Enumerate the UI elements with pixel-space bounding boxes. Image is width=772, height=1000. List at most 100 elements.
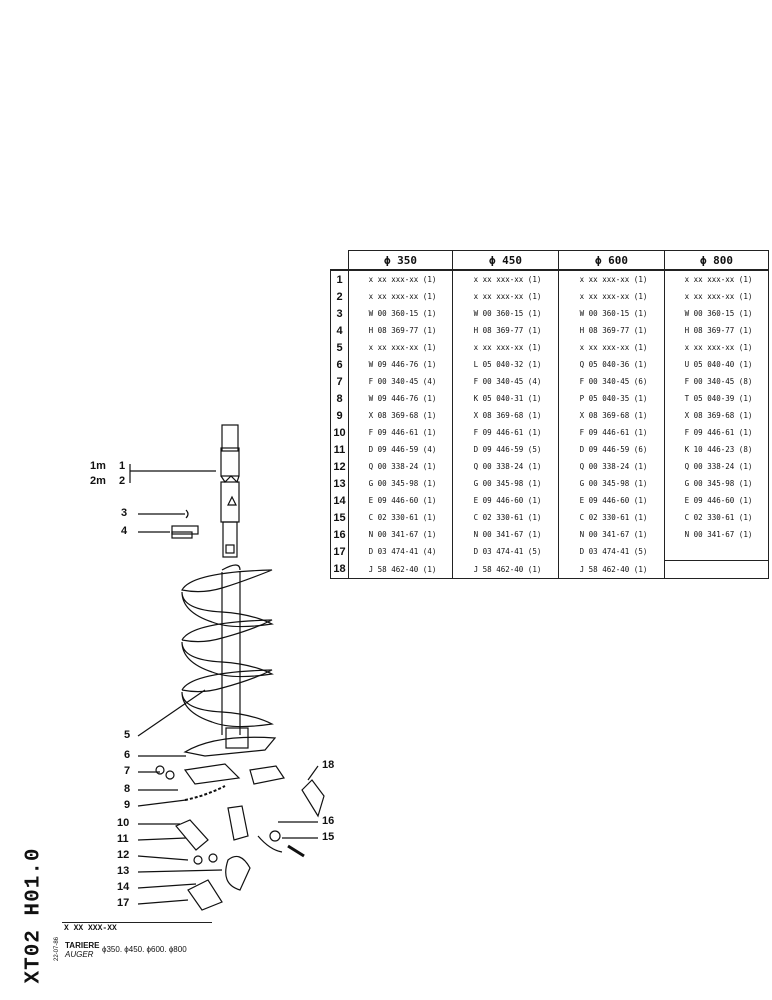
part-number-cell: X 08 369-68 (1): [348, 407, 453, 424]
row-number: 14: [330, 492, 349, 509]
part-number-cell: Q 00 338-24 (1): [452, 458, 559, 475]
callout-5: 5: [124, 729, 131, 741]
part-number-cell: G 00 345-98 (1): [664, 475, 769, 492]
part-number-cell: W 00 360-15 (1): [348, 305, 453, 322]
part-number-cell: X 08 369-68 (1): [664, 407, 769, 424]
part-number-cell: x xx xxx-xx (1): [558, 270, 665, 288]
part-number-cell: Q 00 338-24 (1): [348, 458, 453, 475]
part-number-cell: W 09 446-76 (1): [348, 356, 453, 373]
callout-12: 12: [117, 849, 130, 861]
callout-6: 6: [124, 749, 131, 761]
part-number-cell: Q 00 338-24 (1): [664, 458, 769, 475]
part-number-cell: x xx xxx-xx (1): [452, 270, 559, 288]
part-number-cell: x xx xxx-xx (1): [452, 288, 559, 305]
row-number: 17: [330, 543, 349, 561]
row-number: 7: [330, 373, 349, 390]
callout-2: 2: [119, 475, 126, 487]
part-number-cell: x xx xxx-xx (1): [348, 339, 453, 356]
part-number-cell: W 00 360-15 (1): [452, 305, 559, 322]
row-number: 16: [330, 526, 349, 543]
part-number-cell: F 00 340-45 (4): [452, 373, 559, 390]
callout-18: 18: [322, 759, 335, 771]
callout-1m: 1m: [90, 460, 106, 472]
part-number-cell: Q 05 040-36 (1): [558, 356, 665, 373]
part-number-cell: x xx xxx-xx (1): [558, 288, 665, 305]
date-text: 22-07-86: [54, 936, 60, 961]
header-diameter: ϕ 350: [348, 250, 453, 271]
part-number-cell: D 09 446-59 (5): [452, 441, 559, 458]
part-number-cell: W 09 446-76 (1): [348, 390, 453, 407]
part-number-cell: X 08 369-68 (1): [452, 407, 559, 424]
part-number-cell: F 00 340-45 (6): [558, 373, 665, 390]
part-number-cell: E 09 446-60 (1): [348, 492, 453, 509]
part-number-cell: x xx xxx-xx (1): [558, 339, 665, 356]
part-number-cell: J 58 462-40 (1): [452, 560, 559, 579]
callout-16: 16: [322, 815, 335, 827]
part-number-cell: F 09 446-61 (1): [558, 424, 665, 441]
part-number-cell: H 08 369-77 (1): [348, 322, 453, 339]
callout-11: 11: [117, 833, 129, 845]
part-number-cell: N 00 341-67 (1): [348, 526, 453, 543]
part-number-cell: P 05 040-35 (1): [558, 390, 665, 407]
callout-2m: 2m: [90, 475, 106, 487]
part-number-cell: G 00 345-98 (1): [452, 475, 559, 492]
part-number-cell: J 58 462-40 (1): [558, 560, 665, 579]
part-number-cell: G 00 345-98 (1): [558, 475, 665, 492]
row-number: 8: [330, 390, 349, 407]
row-number: 6: [330, 356, 349, 373]
callout-15: 15: [322, 831, 335, 843]
title-block: X XX XXX-XX TARIERE AUGER ϕ350. ϕ450. ϕ6…: [62, 922, 212, 963]
header-diameter: ϕ 450: [452, 250, 559, 271]
callout-17: 17: [117, 897, 130, 909]
part-number-cell: F 09 446-61 (1): [664, 424, 769, 441]
part-number-cell: E 09 446-60 (1): [452, 492, 559, 509]
part-number-cell: K 05 040-31 (1): [452, 390, 559, 407]
title-diameters: ϕ350. ϕ450. ϕ600. ϕ800: [102, 945, 187, 954]
row-number: 13: [330, 475, 349, 492]
part-number-cell: [664, 543, 769, 561]
part-number-cell: J 58 462-40 (1): [348, 560, 453, 579]
callout-7: 7: [124, 765, 131, 777]
table-header-row: ϕ 350 ϕ 450 ϕ 600 ϕ 800: [330, 250, 769, 271]
part-number-cell: T 05 040-39 (1): [664, 390, 769, 407]
part-number-cell: x xx xxx-xx (1): [348, 270, 453, 288]
row-number: 12: [330, 458, 349, 475]
part-number-cell: F 09 446-61 (1): [452, 424, 559, 441]
part-number-cell: Q 00 338-24 (1): [558, 458, 665, 475]
part-number-cell: C 02 330-61 (1): [558, 509, 665, 526]
reference-code: X XX XXX-XX: [64, 924, 117, 933]
part-number-cell: C 02 330-61 (1): [664, 509, 769, 526]
part-number-cell: D 03 474-41 (5): [452, 543, 559, 561]
row-number: 2: [330, 288, 349, 305]
document-code: XT02 H01.0: [8, 847, 53, 988]
part-number-cell: [664, 560, 769, 579]
part-number-cell: F 00 340-45 (4): [348, 373, 453, 390]
part-number-cell: U 05 040-40 (1): [664, 356, 769, 373]
part-number-cell: G 00 345-98 (1): [348, 475, 453, 492]
part-number-cell: L 05 040-32 (1): [452, 356, 559, 373]
row-number: 11: [330, 441, 349, 458]
part-number-cell: D 03 474-41 (5): [558, 543, 665, 561]
part-number-cell: N 00 341-67 (1): [452, 526, 559, 543]
part-number-cell: x xx xxx-xx (1): [664, 339, 769, 356]
row-number: 18: [330, 560, 349, 579]
row-number: 4: [330, 322, 349, 339]
callout-14: 14: [117, 881, 130, 893]
part-number-cell: H 08 369-77 (1): [558, 322, 665, 339]
callout-8: 8: [124, 783, 131, 795]
